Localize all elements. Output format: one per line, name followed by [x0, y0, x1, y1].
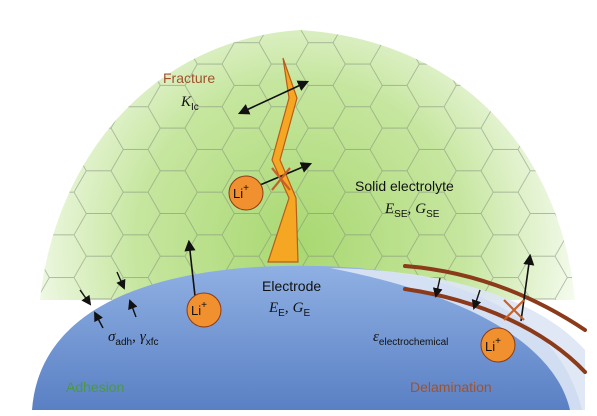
adhesion-arrow-1 [79, 289, 92, 306]
fracture-arrow [237, 80, 310, 115]
li-ion-delam [480, 327, 516, 363]
delaminated-layer-outer [403, 264, 587, 332]
li-ion-delam-label: Li+ [485, 336, 501, 354]
electrode-region [32, 265, 582, 410]
delamination-label: Delamination [410, 379, 492, 395]
solid-electrolyte-label: Solid electrolyte [355, 178, 454, 194]
adhesion-arrow-4 [128, 299, 138, 318]
blocked-mark-delam [503, 299, 525, 321]
delaminated-layer-inner [403, 287, 587, 374]
blocked-mark-crack [271, 167, 291, 191]
electrode-label: Electrode [262, 278, 321, 294]
electrode-moduli: EE,GE [268, 300, 310, 319]
solid-electrolyte-moduli: ESE,GSE [384, 201, 440, 220]
delamination-gap [330, 268, 585, 410]
li-ion-interface [186, 292, 222, 328]
delam-arrow-1 [432, 277, 443, 298]
adhesion-params: σadh,γxfc [108, 329, 159, 348]
adhesion-arrow-3 [116, 271, 126, 290]
fracture-label: Fracture [163, 70, 215, 86]
electrochemical-strain: εelectrochemical [373, 329, 448, 348]
li-ion-crack [228, 175, 264, 211]
li-ion-crack-label: Li+ [233, 183, 249, 201]
delam-arrow-2 [471, 289, 482, 310]
ion-delam-arrow [520, 253, 535, 322]
adhesion-label: Adhesion [66, 379, 124, 395]
ion-interface-arrow [184, 239, 196, 297]
adhesion-arrow-2 [94, 311, 104, 329]
li-ion-interface-label: Li+ [191, 300, 207, 318]
fracture-k-label: KIc [180, 94, 199, 113]
